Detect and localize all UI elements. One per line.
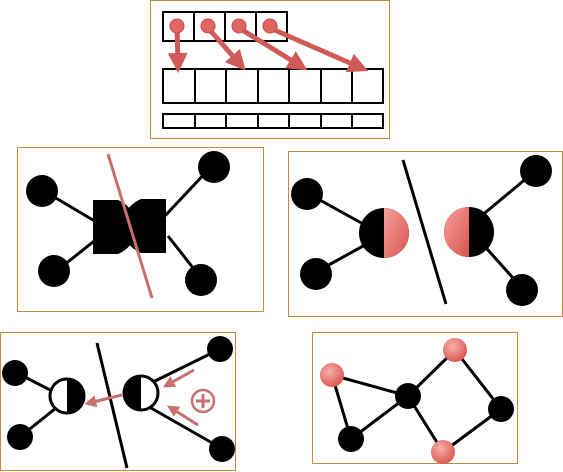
divider-line	[95, 342, 129, 469]
mapping-arrow	[237, 25, 308, 71]
highlighted-node	[431, 440, 455, 464]
atom	[291, 178, 323, 210]
source-dots	[169, 18, 278, 34]
index-cell	[351, 113, 384, 129]
graph-node	[395, 383, 421, 409]
half-disk-pair-diagram	[26, 151, 230, 299]
highlighted-node	[320, 363, 344, 387]
atom	[2, 360, 28, 386]
highlighted-node	[443, 338, 467, 362]
atom	[300, 258, 332, 290]
half-circle-pair-panel	[0, 332, 236, 471]
right-molecule	[122, 151, 230, 296]
half-disk-pair-panel	[17, 147, 264, 312]
atom	[520, 155, 552, 187]
tinted-half	[384, 208, 409, 258]
plus-sign-icon	[190, 388, 216, 414]
index-array	[162, 113, 384, 129]
node-network-panel	[312, 332, 518, 464]
atom	[207, 336, 233, 362]
half-circle-pair-diagram	[2, 336, 235, 469]
target-cell	[162, 68, 196, 104]
right-molecule	[122, 336, 235, 462]
atom	[7, 424, 33, 450]
array-mapping-panel	[150, 0, 390, 139]
divider-line	[401, 159, 448, 305]
divider-line	[106, 153, 154, 299]
mapping-arrow	[268, 25, 369, 73]
graph-node	[488, 396, 514, 422]
atom	[38, 255, 70, 287]
mapping-arrows	[167, 25, 369, 73]
tinted-half	[444, 207, 469, 257]
index-cell	[225, 113, 259, 129]
atom	[209, 436, 235, 462]
index-cell	[320, 113, 353, 129]
index-cell	[194, 113, 227, 129]
atom	[198, 151, 230, 183]
graph-node	[338, 426, 364, 452]
tinted-node-pair-panel	[288, 151, 563, 317]
left-molecule	[291, 178, 409, 290]
transfer-arrow	[162, 368, 195, 388]
mapping-arrow	[206, 26, 246, 71]
atom	[185, 264, 217, 296]
atom	[506, 274, 538, 306]
index-cell	[288, 113, 322, 129]
right-molecule	[444, 155, 552, 306]
source-dot	[262, 18, 278, 34]
target-cell	[320, 68, 353, 104]
mapping-arrow	[167, 27, 188, 73]
transfer-arrows	[84, 368, 199, 427]
index-cell	[257, 113, 290, 129]
node-network-diagram	[320, 338, 514, 464]
filled-half	[67, 379, 84, 413]
source-dot	[169, 18, 185, 34]
filled-half	[124, 376, 141, 410]
atom	[26, 175, 58, 207]
target-cell	[225, 68, 259, 104]
target-array	[162, 68, 384, 104]
target-cell	[351, 68, 384, 104]
left-molecule	[2, 360, 86, 450]
source-dot	[231, 18, 247, 34]
left-molecule	[26, 175, 137, 287]
target-cell	[257, 68, 290, 104]
transfer-arrow	[166, 405, 199, 427]
transfer-arrow	[84, 393, 123, 408]
array-mapping-diagram	[162, 11, 384, 129]
source-dot	[200, 18, 216, 34]
target-cell	[194, 68, 227, 104]
tinted-node-pair-diagram	[291, 155, 552, 306]
index-cell	[162, 113, 196, 129]
target-cell	[288, 68, 322, 104]
graph-nodes	[320, 338, 514, 464]
